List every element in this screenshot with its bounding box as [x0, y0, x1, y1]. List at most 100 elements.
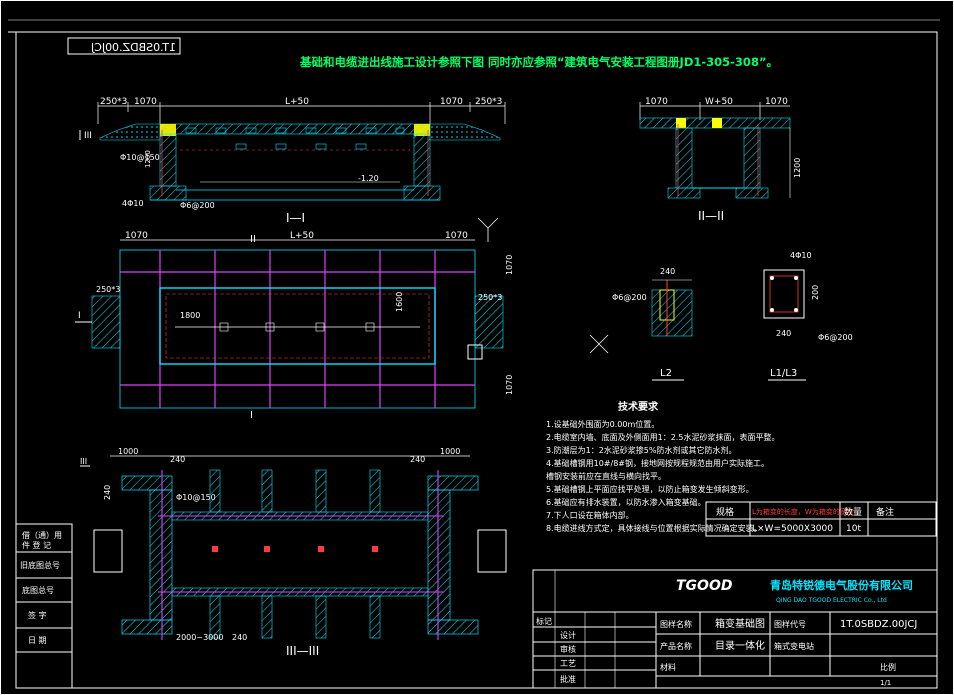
svg-text:1070: 1070: [440, 97, 463, 107]
svg-text:200: 200: [811, 285, 820, 300]
spec-model: L×W=5000X3000: [752, 524, 833, 534]
tech-item-3: 3.防潮层为1：2水泥砂浆掺5%防水剂或其它防水剂。: [546, 445, 737, 455]
detail-l2: 240 Φ6@200 L2: [612, 267, 693, 381]
company-name-en: QING DAO TGOOD ELECTRIC Co., Ltd: [776, 597, 887, 604]
svg-text:L1/L3: L1/L3: [770, 368, 797, 379]
tech-title: 技术要求: [618, 400, 659, 413]
svg-text:4Φ10: 4Φ10: [790, 251, 812, 260]
svg-text:1000: 1000: [118, 447, 138, 456]
svg-text:1070: 1070: [505, 375, 514, 395]
svg-text:I: I: [250, 410, 253, 421]
sidebar-item-drawing-number: 底图总号: [22, 585, 54, 595]
tech-item-7: 6.基础应有排水装置，以防水渗入箱变基础。: [546, 497, 706, 507]
svg-text:II—II: II—II: [698, 209, 724, 223]
svg-text:1070: 1070: [505, 255, 514, 275]
svg-text:1070: 1070: [125, 231, 148, 241]
svg-text:240: 240: [660, 267, 675, 276]
svg-text:250*3: 250*3: [478, 293, 502, 302]
svg-text:240: 240: [170, 455, 185, 464]
svg-text:L+50: L+50: [285, 97, 309, 107]
svg-text:1070: 1070: [645, 97, 668, 107]
product-type: 箱式变电站: [774, 641, 814, 651]
svg-text:III—III: III—III: [286, 644, 319, 658]
svg-text:Φ6@200: Φ6@200: [612, 293, 647, 302]
svg-text:1070: 1070: [134, 97, 157, 107]
svg-text:1070: 1070: [765, 97, 788, 107]
tech-item-6: 5.基础槽钢上平面应找平处理，以防止箱变发生倾斜变形。: [546, 484, 754, 494]
inner-frame: [15, 31, 938, 689]
company-logo: TGOOD: [676, 578, 732, 594]
svg-text:240: 240: [776, 329, 791, 338]
tech-requirements: 技术要求 1.设基础外围面为0.00m位置。 2.电缆室内墙、底面及外侧面用1：…: [546, 400, 779, 533]
svg-text:2000~3000: 2000~3000: [176, 633, 223, 642]
section-i-i: 250*3 1070 L+50 1070 250*3: [79, 97, 506, 225]
spec-hint: L为箱变的长度，W为箱变的宽度: [752, 507, 854, 516]
svg-text:250*3: 250*3: [475, 97, 502, 107]
svg-text:240: 240: [103, 485, 112, 500]
svg-text:240: 240: [410, 455, 425, 464]
left-sidebar: 借（通）用 件 登 记 旧底图总号 底图总号 签 字 日 期: [15, 523, 73, 689]
svg-text:4Φ10: 4Φ10: [122, 199, 144, 208]
svg-text:审核: 审核: [560, 644, 576, 654]
svg-text:III: III: [80, 457, 87, 466]
section-ii-ii: 1070 W+50 1070 1200 II—II: [639, 97, 802, 223]
product-name: 目录一体化: [715, 639, 765, 652]
stamp-box: [67, 37, 181, 55]
page-number: 1/1: [880, 679, 891, 687]
svg-text:II: II: [250, 234, 256, 245]
sidebar-item-register: 件 登 记: [22, 540, 51, 550]
spec-name-label: 规格: [716, 506, 734, 518]
svg-text:Φ6@200: Φ6@200: [180, 201, 215, 210]
drawing-code-label: 图样代号: [774, 619, 806, 629]
tech-item-5: 槽钢安装前应在直线与横向找平。: [546, 471, 666, 481]
spec-qty: 10t: [846, 524, 861, 534]
section-iii-iii: 1000 240 1000 240: [80, 447, 507, 658]
sidebar-item-old-drawing: 旧底图总号: [20, 560, 60, 570]
svg-text:III: III: [84, 131, 92, 141]
svg-text:L2: L2: [660, 368, 672, 379]
material-label: 材料: [660, 662, 676, 672]
sidebar-item-signature: 签 字: [28, 610, 47, 620]
svg-text:I: I: [78, 311, 81, 321]
svg-text:标记: 标记: [536, 616, 552, 626]
svg-text:1200: 1200: [793, 158, 802, 178]
tech-item-4: 4.基础槽钢用10#/8#钢，接地网按规程规范由用户实际施工。: [546, 458, 769, 468]
spec-note-label: 备注: [876, 506, 894, 518]
svg-text:1000: 1000: [440, 447, 460, 456]
svg-text:W+50: W+50: [705, 97, 733, 107]
detail-l1-l3: 4Φ10 240 Φ6@200 200 L1/L3: [763, 251, 853, 381]
svg-text:1800: 1800: [180, 311, 200, 320]
svg-text:240: 240: [232, 633, 247, 642]
svg-text:Φ6@200: Φ6@200: [818, 333, 853, 342]
svg-text:1200: 1200: [144, 150, 152, 168]
svg-text:250*3: 250*3: [100, 97, 127, 107]
product-label: 产品名称: [660, 641, 692, 651]
tech-item-2: 2.电缆室内墙、底面及外侧面用1：2.5水泥砂浆抹面，表面平整。: [546, 432, 779, 442]
stamp-mirrored: 1T.0SBDZ.00JCJ: [91, 41, 176, 54]
company-name: 青岛特锐德电气股份有限公司: [770, 578, 913, 592]
spec-table: 规格 L为箱变的长度，W为箱变的宽度 数量 备注 L×W=5000X3000 1…: [705, 501, 937, 537]
svg-text:1070: 1070: [445, 231, 468, 241]
svg-text:Φ10@150: Φ10@150: [120, 153, 160, 162]
spec-qty-label: 数量: [844, 506, 862, 518]
drawing-code: 1T.0SBDZ.00JCJ: [840, 619, 917, 630]
drawing-name-label: 图样名称: [660, 619, 692, 629]
svg-text:-1.20: -1.20: [358, 174, 379, 183]
header-note: 基础和电缆进出线施工设计参照下图 同时亦应参照“建筑电气安装工程图册JD1-30…: [299, 55, 778, 69]
scale-label: 比例: [880, 662, 896, 672]
plan-view: 1070 L+50 1070 II 250*3 250*3 1800 1600 …: [75, 231, 514, 421]
sidebar-item-borrow: 借（通）用: [22, 530, 62, 540]
svg-text:设计: 设计: [560, 630, 576, 640]
axis-marks: [477, 217, 609, 354]
svg-text:Φ10@150: Φ10@150: [176, 493, 216, 502]
tech-item-1: 1.设基础外围面为0.00m位置。: [546, 419, 659, 429]
svg-text:工艺: 工艺: [560, 659, 576, 668]
sidebar-item-date: 日 期: [28, 636, 47, 645]
tech-item-9: 8.电缆进线方式定，具体接线与位置根据实际情况确定安装。: [546, 523, 762, 533]
svg-text:L+50: L+50: [290, 231, 314, 241]
svg-text:I—I: I—I: [286, 211, 305, 225]
tech-item-8: 7.下人口设在箱体内部。: [546, 510, 634, 520]
drawing-name: 箱变基础图: [715, 617, 765, 630]
svg-text:250*3: 250*3: [96, 285, 120, 294]
